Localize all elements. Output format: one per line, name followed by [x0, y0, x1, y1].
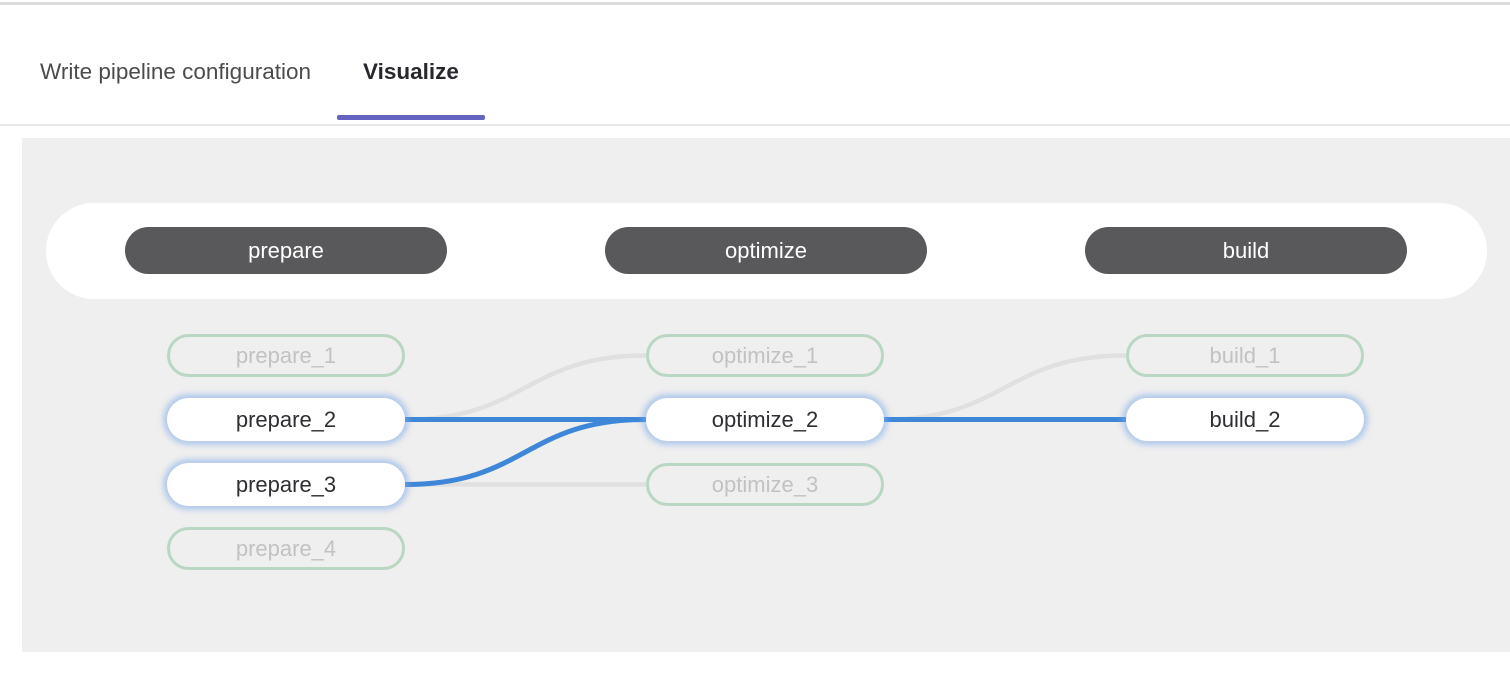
job-node-prepare_2[interactable]: prepare_2 — [167, 398, 405, 441]
pipeline-edge-prepare_3-to-optimize_2 — [404, 417, 647, 487]
stage-pill-prepare: prepare — [125, 227, 447, 274]
job-node-build_1[interactable]: build_1 — [1126, 334, 1364, 377]
job-node-prepare_1[interactable]: prepare_1 — [167, 334, 405, 377]
stage-pill-build: build — [1085, 227, 1407, 274]
job-nodes-layer: prepare_1 prepare_2 prepare_3 prepare_4 opti… — [22, 138, 1510, 652]
stages-header-bar: prepare optimize build — [46, 203, 1487, 299]
pipeline-edge-prepare_2-to-optimize_1 — [404, 353, 647, 422]
tab-visualize[interactable]: Visualize — [337, 19, 485, 124]
job-node-build_2[interactable]: build_2 — [1126, 398, 1364, 441]
job-node-optimize_2[interactable]: optimize_2 — [646, 398, 884, 441]
tab-write-pipeline-configuration[interactable]: Write pipeline configuration — [14, 19, 337, 124]
stage-pill-optimize: optimize — [605, 227, 927, 274]
pipeline-edges-layer — [404, 353, 1127, 487]
pipeline-edge-optimize_2-to-build_1 — [883, 353, 1127, 422]
job-node-optimize_3[interactable]: optimize_3 — [646, 463, 884, 506]
tab-bar: Write pipeline configuration Visualize — [0, 5, 1510, 126]
job-node-optimize_1[interactable]: optimize_1 — [646, 334, 884, 377]
job-node-prepare_4[interactable]: prepare_4 — [167, 527, 405, 570]
top-divider — [0, 2, 1510, 5]
job-node-prepare_3[interactable]: prepare_3 — [167, 463, 405, 506]
